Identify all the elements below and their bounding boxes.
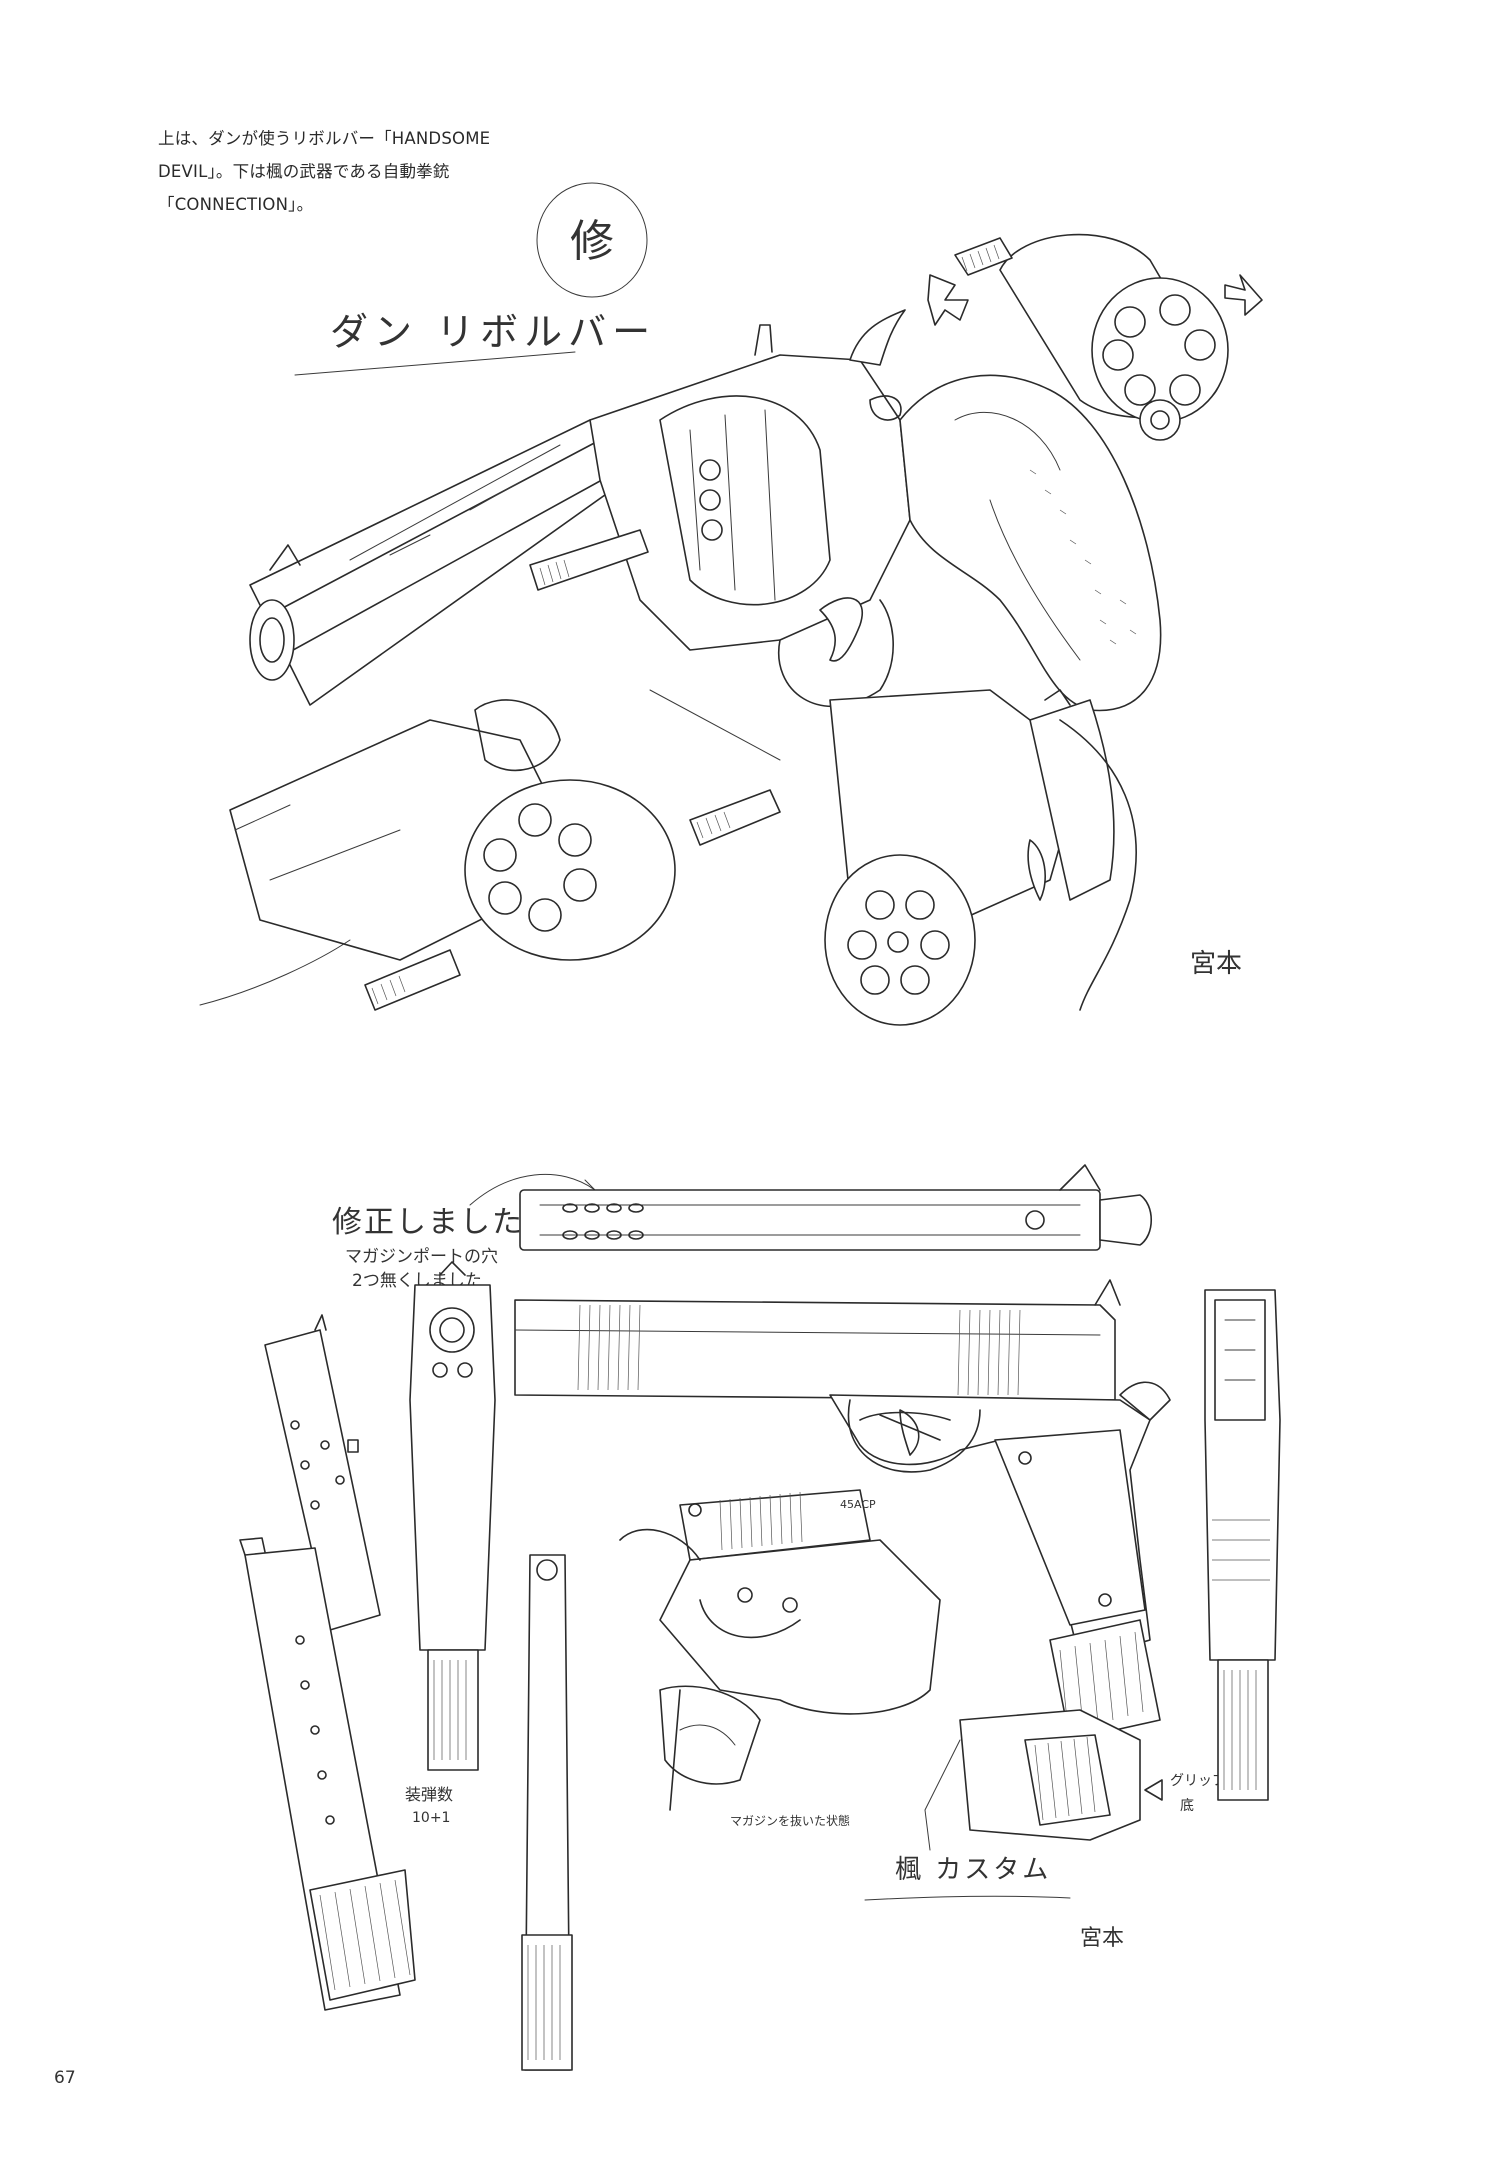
- pistol-rear-view: [1204, 1289, 1281, 1801]
- magazine-side-view-top: [264, 1314, 381, 1631]
- magazine-capacity-value: 10+1: [412, 1810, 450, 1826]
- pistol-main-view: [514, 1279, 1171, 1741]
- caption-line-1: 上は、ダンが使うリボルバー「HANDSOME: [158, 129, 491, 148]
- caption-line-2: DEVIL」。下は楓の武器である自動拳銃: [158, 162, 450, 181]
- revolver-cylinder-detail: [927, 233, 1263, 441]
- revolver-open-cylinder-left: [199, 699, 676, 1011]
- slide-caliber-text: 45ACP: [840, 1498, 876, 1511]
- revision-stamp-text: 修: [570, 216, 614, 267]
- revolver-signature: 宮本: [1190, 949, 1242, 979]
- pistol-angled-view: 45ACP マガジンを抜いた状態: [619, 1489, 941, 1828]
- magazine-side-view-bottom: 装弾数 10+1: [239, 1537, 453, 2011]
- pistol-note-line-2: マガジンポートの穴: [345, 1247, 498, 1267]
- magazine-removed-note: マガジンを抜いた状態: [730, 1813, 850, 1828]
- pistol-grip-bottom-view: グリップ 底: [924, 1709, 1226, 1851]
- caption-line-3: 「CONNECTION」。: [158, 195, 314, 214]
- revolver-title-underline: [294, 351, 576, 376]
- barrel-detail: [521, 1554, 573, 2071]
- page-number: 67: [54, 2068, 76, 2088]
- revolver-sketch: 修 ダン リボルバー: [199, 182, 1263, 1026]
- pistol-front-view: [409, 1261, 496, 1771]
- pistol-sketch: 修正しました マガジンポートの穴 2つ無くしました: [239, 1164, 1281, 2071]
- grip-note-line-1: グリップ: [1170, 1773, 1226, 1789]
- revolver-open-cylinder-right: [649, 689, 1137, 1026]
- pistol-title: 楓 カスタム: [895, 1855, 1051, 1885]
- revolver-title: ダン リボルバー: [330, 310, 656, 354]
- revolver-main-view: [249, 309, 1162, 712]
- pistol-note-line-1: 修正しました: [332, 1205, 524, 1240]
- magazine-capacity-label: 装弾数: [405, 1785, 453, 1804]
- pistol-signature: 宮本: [1080, 1926, 1124, 1951]
- caption: 上は、ダンが使うリボルバー「HANDSOME DEVIL」。下は楓の武器である自…: [158, 122, 538, 221]
- revision-stamp-circle: [536, 182, 648, 298]
- pistol-title-underline: [864, 1895, 1071, 1901]
- pistol-top-view: [519, 1164, 1152, 1251]
- grip-note-line-2: 底: [1180, 1798, 1194, 1814]
